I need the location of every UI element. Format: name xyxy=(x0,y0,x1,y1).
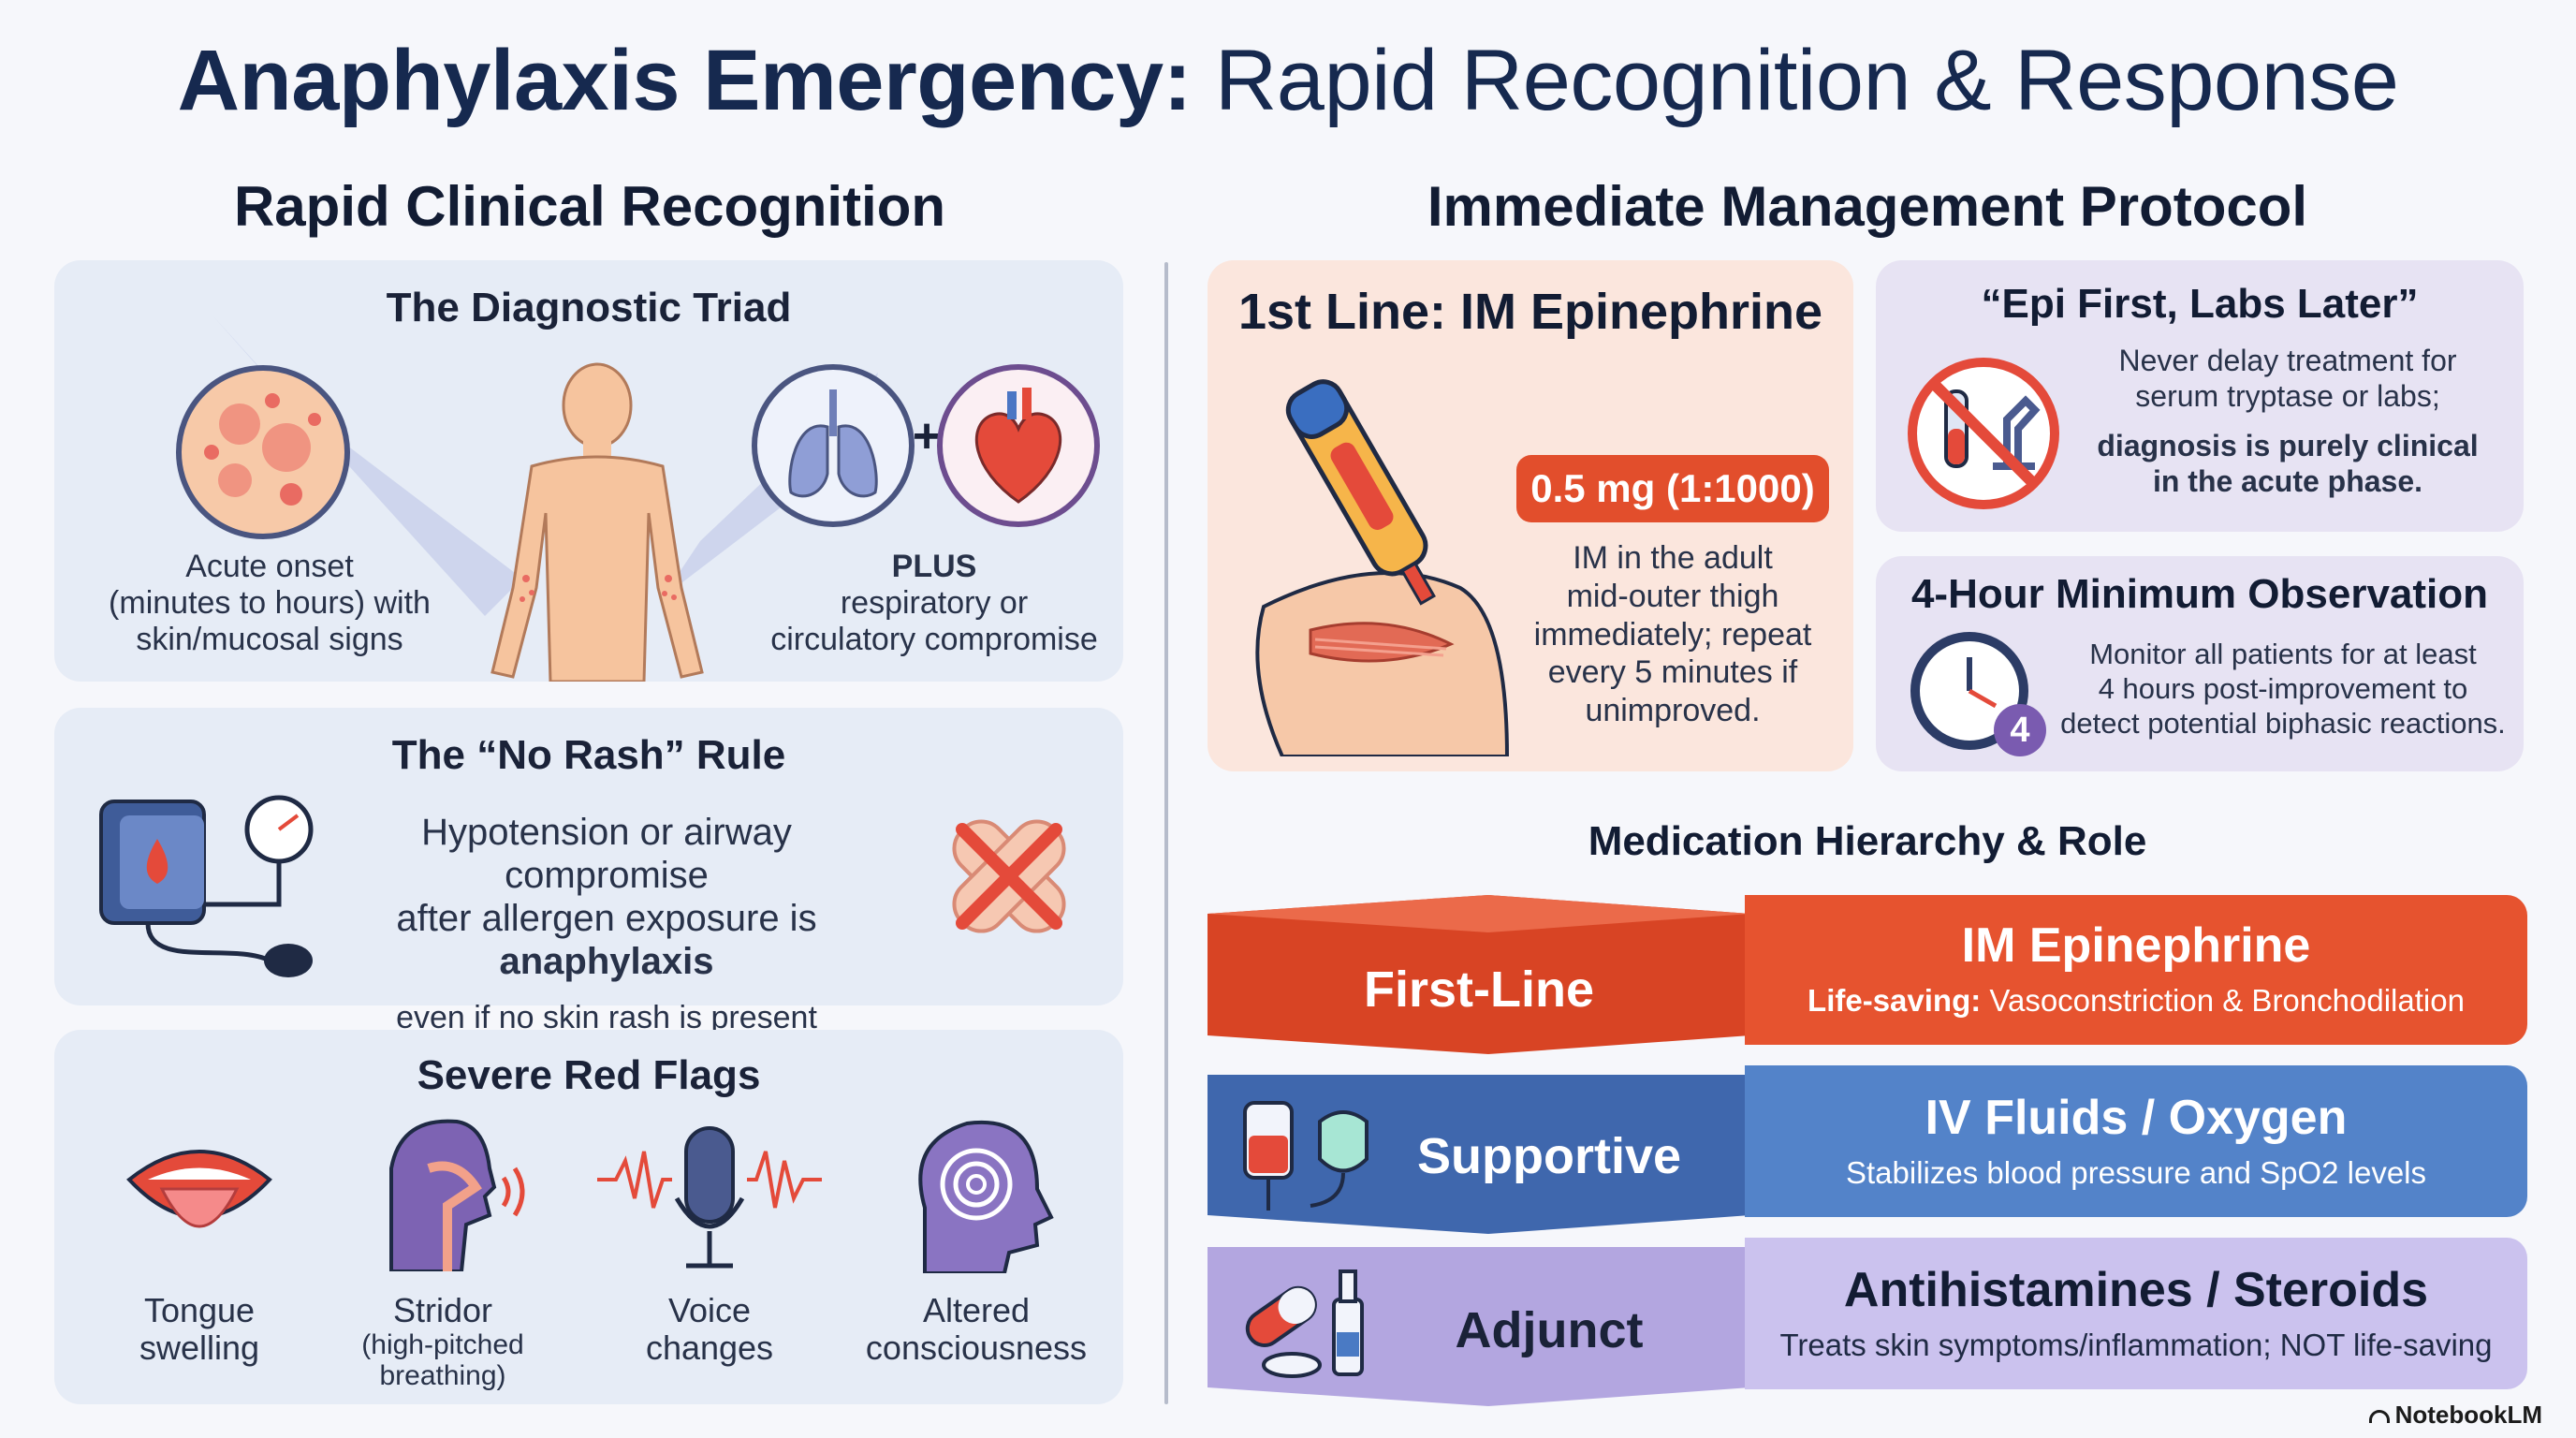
no-rash-rule-panel: The “No Rash” Rule Hypotension or airway… xyxy=(54,708,1123,1035)
flags-heading: Severe Red Flags xyxy=(417,1052,761,1098)
column-divider xyxy=(1164,262,1168,1404)
obs-text: Monitor all patients for at least 4 hour… xyxy=(2054,637,2512,741)
four-hour-badge: 4 xyxy=(1994,704,2046,756)
norash-line-3: no skin rash is present xyxy=(490,1000,817,1035)
iv-bag-oxygen-mask-icon xyxy=(1243,1101,1368,1211)
tier-supportive-name: IV Fluids / Oxygen xyxy=(1925,1091,2348,1145)
epi-heading: 1st Line: IM Epinephrine xyxy=(1237,284,1823,340)
altered-consciousness-icon xyxy=(918,1120,1054,1273)
flag-label-tongue: Tongue swelling xyxy=(92,1292,307,1366)
tier-adjunct-name: Antihistamines / Steroids xyxy=(1843,1263,2429,1317)
labs-line-2: serum tryptase or labs; xyxy=(2135,379,2440,414)
voice-microphone-icon xyxy=(597,1126,822,1269)
norash-heading: The “No Rash” Rule xyxy=(391,732,786,778)
heart-icon xyxy=(937,364,1100,527)
dose-badge: 0.5 mg (1:1000) xyxy=(1516,455,1829,522)
norash-line-2-bold: anaphylaxis xyxy=(499,941,714,982)
plus-symbol: + xyxy=(912,409,942,463)
diagnostic-triad-panel: The Diagnostic Triad Acute onset (minute… xyxy=(54,260,1123,682)
obs-line-1: Monitor all patients for at least xyxy=(2089,638,2477,670)
norash-line-3-underline: even if xyxy=(396,1000,490,1035)
flag-label-stridor: Stridor (high-pitched breathing) xyxy=(335,1292,550,1391)
labs-line-4: in the acute phase. xyxy=(2152,464,2423,499)
no-labs-icon xyxy=(1908,358,2059,509)
resp-caption-line-1: respiratory or xyxy=(840,585,1029,622)
severe-red-flags-panel: Severe Red Flags Tongue swelling Stridor… xyxy=(54,1030,1123,1404)
epinephrine-card: 1st Line: IM Epinephrine 0.5 mg (1:1000)… xyxy=(1208,260,1853,771)
tier-adjunct-role: Antihistamines / Steroids Treats skin sy… xyxy=(1745,1238,2527,1389)
flag-tongue-line-1: Tongue xyxy=(143,1291,256,1329)
flag-voice-line-2: changes xyxy=(645,1328,774,1367)
brand-label: NotebookLM xyxy=(2368,1401,2542,1430)
epinephrine-autoinjector-icon xyxy=(1255,379,1510,756)
skin-caption-line-3: skin/mucosal signs xyxy=(136,622,403,658)
flag-tongue-line-2: swelling xyxy=(139,1328,260,1367)
human-body-icon xyxy=(490,362,704,682)
obs-line-2: 4 hours post-improvement to xyxy=(2098,672,2468,706)
epi-line-5: unimproved. xyxy=(1585,693,1761,729)
obs-heading: 4-Hour Minimum Observation xyxy=(1910,571,2489,617)
tier-supportive-role: IV Fluids / Oxygen Stabilizes blood pres… xyxy=(1745,1065,2527,1217)
no-bandage-icon xyxy=(952,819,1066,933)
tier-adjunct-label: Adjunct xyxy=(1455,1302,1644,1358)
tier-first-line-name: IM Epinephrine xyxy=(1961,918,2311,973)
plus-label: PLUS xyxy=(891,549,977,584)
flag-label-voice: Voice changes xyxy=(602,1292,817,1366)
lungs-icon xyxy=(752,364,915,527)
skin-caption-line-2: (minutes to hours) with xyxy=(109,585,431,622)
epi-line-4: every 5 minutes if xyxy=(1547,654,1798,691)
labs-heading: “Epi First, Labs Later” xyxy=(1981,281,2419,327)
skin-rash-icon xyxy=(176,365,350,539)
epi-instructions: IM in the adult mid-outer thigh immediat… xyxy=(1507,539,1838,730)
obs-line-3: detect potential biphasic reactions. xyxy=(2060,707,2506,741)
resp-caption-line-2: circulatory compromise xyxy=(770,622,1098,658)
tier-supportive-label: Supportive xyxy=(1416,1128,1682,1184)
tier-adjunct: Adjunct Antihistamines / Steroids Treats… xyxy=(1208,1238,2527,1406)
flag-consciousness-line-2: consciousness xyxy=(865,1328,1088,1367)
flag-stridor-line-3: breathing) xyxy=(379,1359,506,1391)
blood-pressure-cuff-icon xyxy=(99,795,314,977)
skin-caption-line-1: Acute onset xyxy=(185,549,354,584)
left-column-title: Rapid Clinical Recognition xyxy=(233,175,946,238)
tier-first-line-desc-bold: Life-saving: xyxy=(1808,983,1982,1018)
tier-supportive-desc: Stabilizes blood pressure and SpO2 level… xyxy=(1845,1155,2427,1190)
labs-line-3: diagnosis is purely clinical xyxy=(2097,428,2479,462)
flag-consciousness-line-1: Altered xyxy=(922,1291,1031,1329)
labs-text: Never delay treatment for serum tryptase… xyxy=(2072,343,2503,500)
flag-voice-line-1: Voice xyxy=(667,1291,752,1329)
hierarchy-title: Medication Hierarchy & Role xyxy=(1588,818,2147,864)
tongue-swelling-icon xyxy=(126,1150,272,1228)
page-title: Anaphylaxis Emergency: Rapid Recognition… xyxy=(0,32,2576,130)
title-light: Rapid Recognition & Response xyxy=(1191,33,2399,128)
skin-caption: Acute onset (minutes to hours) with skin… xyxy=(82,549,457,658)
tier-supportive: Supportive IV Fluids / Oxygen Stabilizes… xyxy=(1208,1065,2527,1234)
norash-text: Hypotension or airway compromise after a… xyxy=(326,811,887,1036)
right-column-title: Immediate Management Protocol xyxy=(1427,175,2308,238)
epi-line-3: immediately; repeat xyxy=(1533,616,1812,653)
brand-text: NotebookLM xyxy=(2394,1401,2542,1429)
norash-line-1: Hypotension or airway compromise xyxy=(421,812,792,896)
stridor-icon xyxy=(389,1119,525,1271)
tier-first-line-role: IM Epinephrine Life-saving: Vasoconstric… xyxy=(1745,895,2527,1045)
epi-line-2: mid-outer thigh xyxy=(1566,578,1779,614)
epi-line-1: IM in the adult xyxy=(1573,540,1773,576)
pills-spray-icon xyxy=(1245,1269,1364,1378)
norash-line-2: after allergen exposure is xyxy=(396,898,817,939)
triad-heading: The Diagnostic Triad xyxy=(386,285,792,330)
tier-first-line-desc: Vasoconstriction & Bronchodilation xyxy=(1981,983,2465,1018)
brand-icon xyxy=(2368,1410,2390,1423)
observation-card: 4-Hour Minimum Observation 4 Monitor all… xyxy=(1876,556,2524,771)
flag-label-consciousness: Altered consciousness xyxy=(850,1292,1103,1366)
tier-first-line-block xyxy=(1208,895,1750,1054)
epi-first-labs-later-card: “Epi First, Labs Later” Never delay trea… xyxy=(1876,260,2524,532)
resp-caption: PLUS respiratory or circulatory compromi… xyxy=(766,549,1103,658)
labs-line-1: Never delay treatment for xyxy=(2118,344,2457,377)
flag-stridor-line-1: Stridor xyxy=(392,1291,493,1329)
tier-first-line-label: First-Line xyxy=(1363,961,1594,1018)
title-bold: Anaphylaxis Emergency: xyxy=(177,33,1193,128)
flag-stridor-line-2: (high-pitched xyxy=(361,1328,524,1360)
tier-adjunct-desc: Treats skin symptoms/inflammation; NOT l… xyxy=(1779,1328,2493,1362)
tier-first-line: First-Line IM Epinephrine Life-saving: V… xyxy=(1208,895,2527,1054)
